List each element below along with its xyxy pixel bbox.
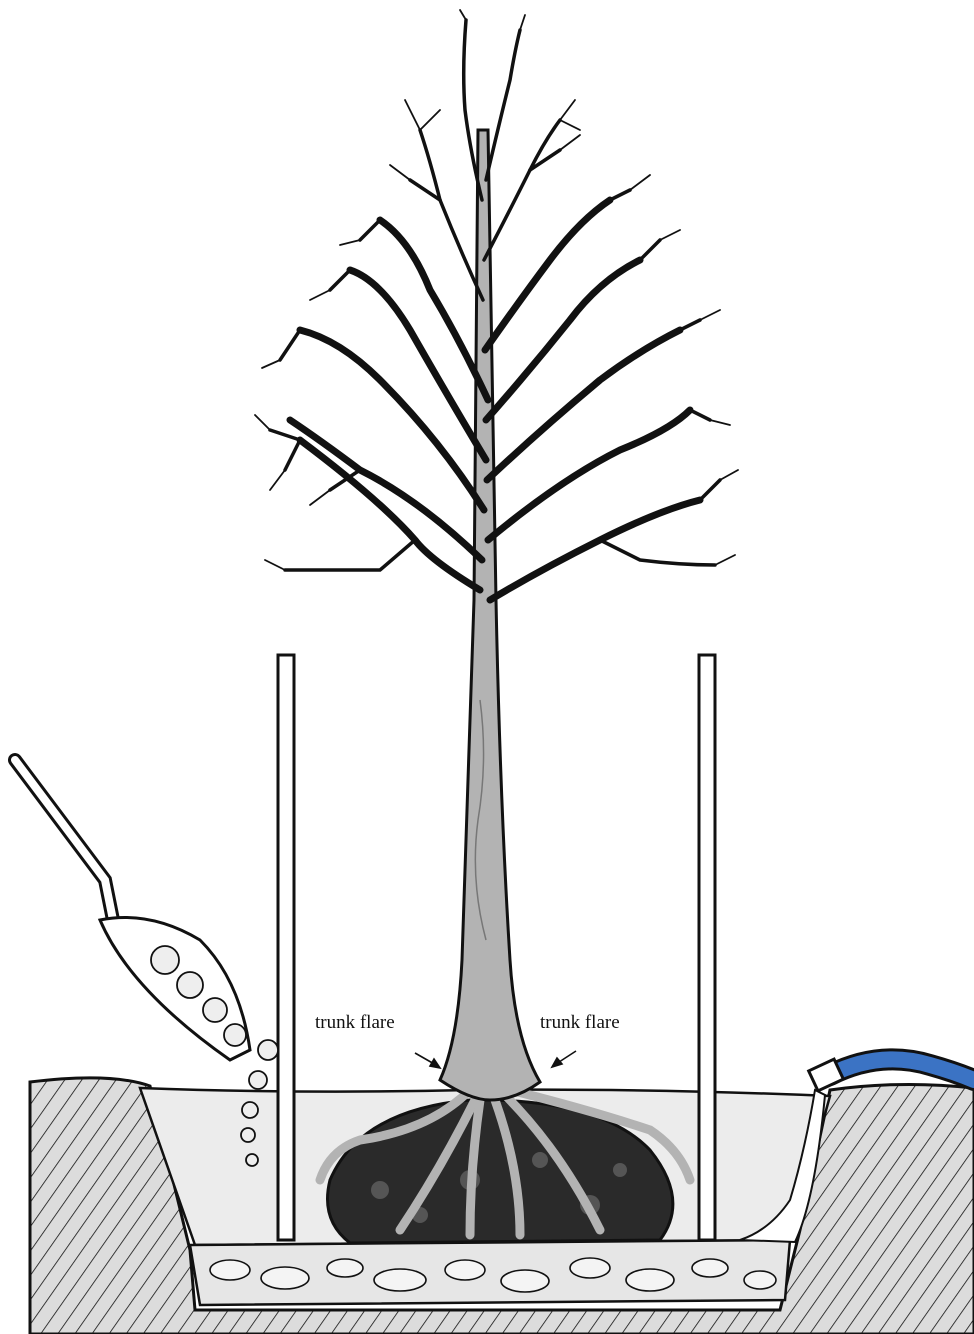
tree-crown bbox=[255, 10, 738, 600]
stake-right bbox=[699, 655, 715, 1240]
stake-left bbox=[278, 655, 294, 1240]
tree-trunk bbox=[440, 130, 540, 1100]
arrow-right bbox=[552, 1051, 576, 1067]
arrow-left bbox=[415, 1053, 440, 1068]
trunk-flare-label-right: trunk flare bbox=[540, 1012, 620, 1034]
trunk-flare-label-left: trunk flare bbox=[315, 1012, 395, 1034]
